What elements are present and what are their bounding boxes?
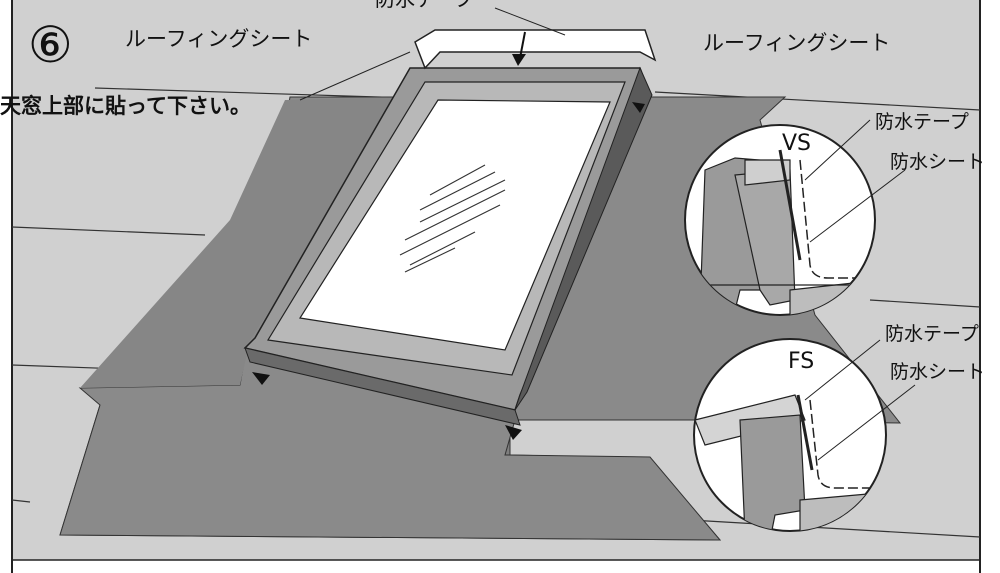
fs-sheet-label: 防水シート bbox=[890, 361, 985, 383]
step-number: ⑥ bbox=[28, 16, 73, 74]
corner-tabs bbox=[252, 102, 645, 440]
tape-top-label: 防水テープ bbox=[375, 0, 474, 11]
tape-down-arrow bbox=[512, 31, 526, 66]
waterproof-tape-piece bbox=[414, 29, 657, 70]
vs-detail-circle bbox=[684, 124, 876, 316]
apply-note-label: 天窓上部に貼って下さい。 bbox=[0, 94, 251, 118]
leader-lines bbox=[299, 7, 566, 101]
roofing-left-label: ルーフィングシート bbox=[125, 27, 312, 51]
roofing-right-label: ルーフィングシート bbox=[703, 31, 890, 55]
skylight-glass bbox=[299, 99, 611, 351]
fs-model-label: FS bbox=[788, 349, 814, 374]
glass-reflection-lines bbox=[399, 164, 506, 273]
detail-leader-lines bbox=[804, 119, 916, 461]
fs-tape-label: 防水テープ bbox=[885, 323, 979, 345]
sheet-left-flap bbox=[80, 97, 410, 388]
roof-lap-lines bbox=[11, 87, 981, 538]
vs-tape-label: 防水テープ bbox=[875, 111, 969, 133]
vs-sheet-label: 防水シート bbox=[890, 151, 985, 173]
skylight-right-side bbox=[514, 66, 653, 411]
vs-model-label: VS bbox=[782, 131, 811, 156]
skylight-front-edge bbox=[244, 347, 521, 426]
